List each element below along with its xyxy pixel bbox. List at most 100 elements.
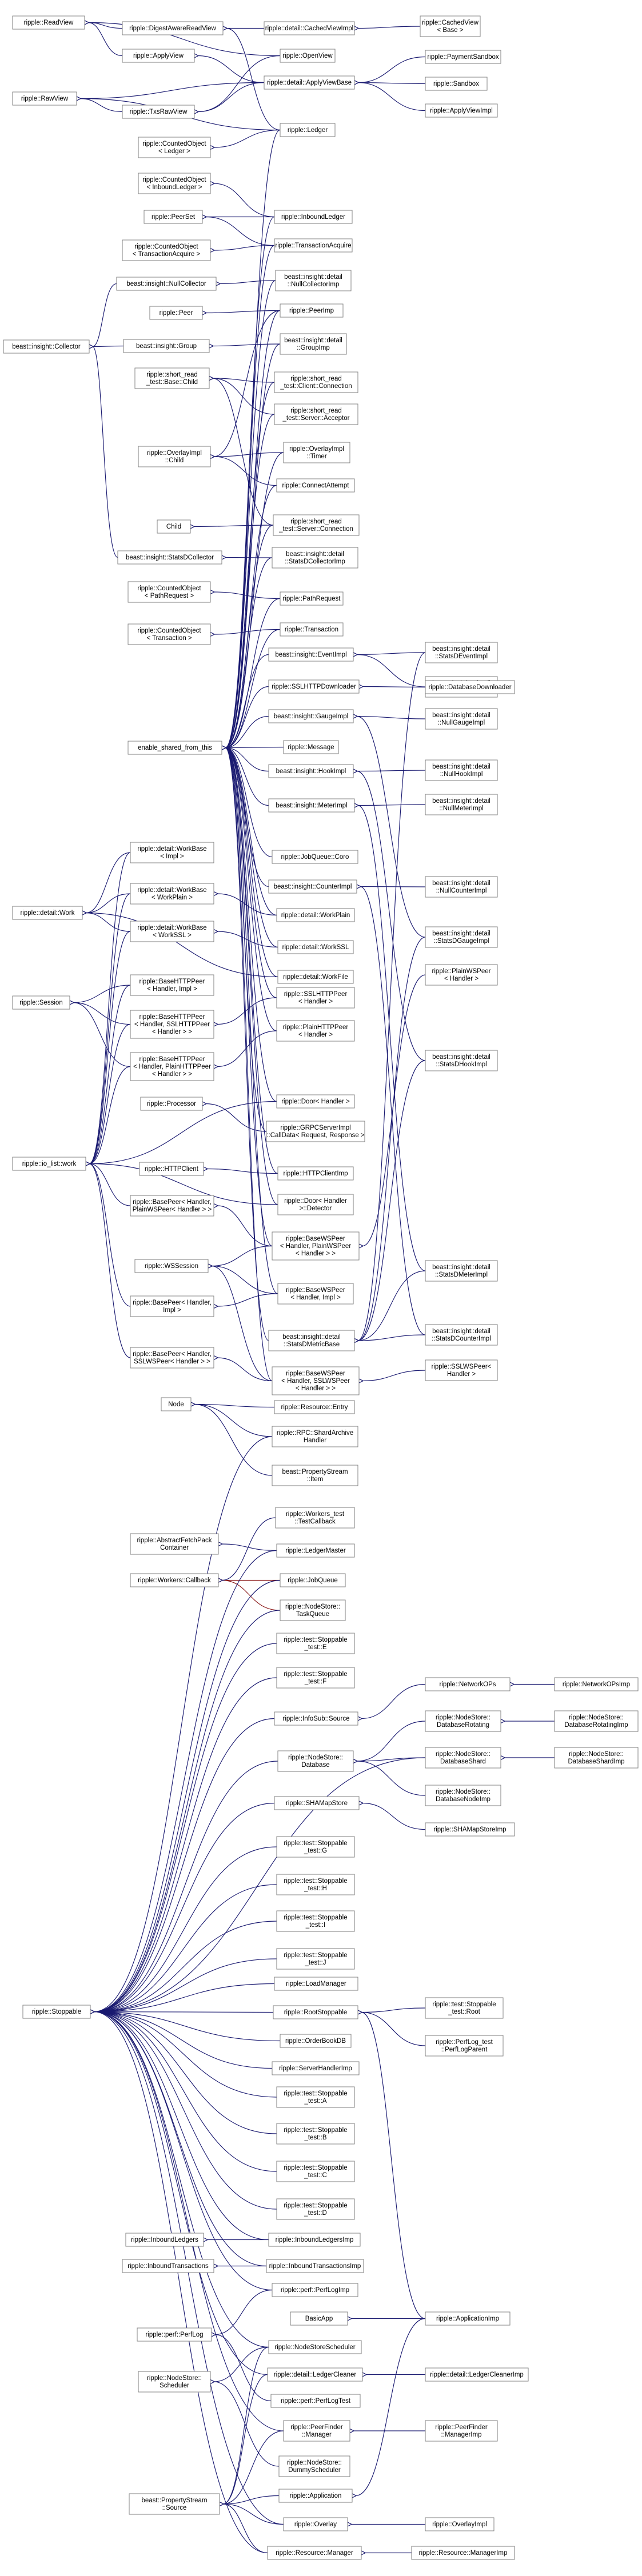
class-node-nodestore-database[interactable]: ripple::NodeStore::Database bbox=[277, 1750, 354, 1772]
class-node-applyviewimpl[interactable]: ripple::ApplyViewImpl bbox=[425, 103, 498, 118]
class-node-wssession[interactable]: ripple::WSSession bbox=[134, 1259, 209, 1273]
class-node-stoppable-i[interactable]: ripple::test::Stoppable_test::I bbox=[276, 1910, 355, 1932]
class-node-sr-server-connection[interactable]: ripple::short_read_test::Server::Connect… bbox=[273, 514, 360, 536]
class-node-ledger[interactable]: ripple::Ledger bbox=[280, 123, 336, 137]
class-node-shamapstoreimp[interactable]: ripple::SHAMapStoreImp bbox=[425, 1822, 515, 1837]
class-node-sr-server-acceptor[interactable]: ripple::short_read_test::Server::Accepto… bbox=[274, 403, 358, 425]
class-node-applicationimp[interactable]: ripple::ApplicationImp bbox=[425, 2311, 511, 2326]
class-node-txsrawview[interactable]: ripple::TxsRawView bbox=[122, 105, 195, 119]
class-node-inboundledgersimp[interactable]: ripple::InboundLedgersImp bbox=[268, 2233, 361, 2247]
class-node-workbase-workssl[interactable]: ripple::detail::WorkBase< WorkSSL > bbox=[130, 921, 214, 942]
class-node-nullcounterimpl[interactable]: beast::insight::detail::NullCounterImpl bbox=[425, 876, 498, 898]
class-node-stoppable-b[interactable]: ripple::test::Stoppable_test::B bbox=[276, 2123, 355, 2145]
class-node-sandbox[interactable]: ripple::Sandbox bbox=[425, 77, 488, 91]
class-node-db-shardimp[interactable]: ripple::NodeStore::DatabaseShardImp bbox=[554, 1747, 639, 1769]
class-node-db-rotatingimp[interactable]: ripple::NodeStore::DatabaseRotatingImp bbox=[554, 1710, 639, 1732]
class-node-propertystream-item[interactable]: beast::PropertyStream::Item bbox=[272, 1465, 358, 1486]
class-node-basewspeer-impl[interactable]: ripple::BaseWSPeer< Handler, Impl > bbox=[277, 1283, 354, 1305]
class-node-peerfinder-manager[interactable]: ripple::PeerFinder::Manager bbox=[283, 2420, 350, 2442]
class-node-loadmanager[interactable]: ripple::LoadManager bbox=[274, 1977, 358, 1991]
class-node-stoppable-f[interactable]: ripple::test::Stoppable_test::F bbox=[276, 1667, 355, 1689]
class-node-perflog[interactable]: ripple::perf::PerfLog bbox=[137, 2327, 212, 2342]
class-node-rawview[interactable]: ripple::RawView bbox=[12, 91, 77, 106]
class-node-child[interactable]: Child bbox=[157, 519, 191, 534]
class-node-httpclientimp[interactable]: ripple::HTTPClientImp bbox=[277, 1166, 354, 1181]
class-node-workssl[interactable]: ripple::detail::WorkSSL bbox=[277, 940, 354, 954]
class-node-application[interactable]: ripple::Application bbox=[278, 2489, 353, 2503]
class-node-pathrequest[interactable]: ripple::PathRequest bbox=[280, 591, 344, 606]
class-node-gaugeimpl[interactable]: beast::insight::GaugeImpl bbox=[268, 709, 354, 723]
class-node-peer[interactable]: ripple::Peer bbox=[149, 306, 203, 320]
class-node-ledgercleaner[interactable]: ripple::detail::LedgerCleaner bbox=[267, 2367, 363, 2382]
class-node-stoppable-g[interactable]: ripple::test::Stoppable_test::G bbox=[276, 1836, 355, 1858]
class-node-sr-base-child[interactable]: ripple::short_read_test::Base::Child bbox=[134, 367, 210, 389]
class-node-nullmeterimpl[interactable]: beast::insight::detail::NullMeterImpl bbox=[425, 794, 498, 815]
class-node-statsdeventimpl[interactable]: beast::insight::detail::StatsDEventImpl bbox=[425, 642, 498, 663]
class-node-networkopsimp[interactable]: ripple::NetworkOPsImp bbox=[554, 1677, 639, 1691]
class-node-transaction[interactable]: ripple::Transaction bbox=[280, 622, 344, 637]
class-node-nodestorescheduler[interactable]: ripple::NodeStoreScheduler bbox=[268, 2340, 362, 2354]
class-node-httpclient[interactable]: ripple::HTTPClient bbox=[139, 1162, 204, 1176]
class-node-workfile[interactable]: ripple::detail::WorkFile bbox=[277, 970, 354, 984]
class-node-nodestore-taskqueue[interactable]: ripple::NodeStore::TaskQueue bbox=[280, 1599, 346, 1621]
class-node-cachedviewimpl[interactable]: ripple::detail::CachedViewImpl bbox=[264, 21, 355, 35]
class-node-resource-managerimp[interactable]: ripple::Resource::ManagerImp bbox=[411, 2546, 515, 2560]
class-node-statsdcounterimpl[interactable]: beast::insight::detail::StatsDCounterImp… bbox=[425, 1324, 498, 1346]
class-node-door-handler[interactable]: ripple::Door< Handler > bbox=[276, 1094, 355, 1109]
class-node-nullgaugeimpl[interactable]: beast::insight::detail::NullGaugeImpl bbox=[425, 708, 498, 730]
class-node-collector[interactable]: beast::insight::Collector bbox=[3, 339, 90, 354]
class-node-serverhandlerimp[interactable]: ripple::ServerHandlerImp bbox=[272, 2061, 360, 2075]
class-node-peerfinder-managerimp[interactable]: ripple::PeerFinder::ManagerImp bbox=[425, 2420, 498, 2442]
class-node-transactionacquire[interactable]: ripple::TransactionAcquire bbox=[274, 238, 353, 253]
class-node-meterimpl[interactable]: beast::insight::MeterImpl bbox=[268, 798, 355, 813]
class-node-dummyscheduler[interactable]: ripple::NodeStore::DummyScheduler bbox=[278, 2455, 350, 2477]
class-node-overlayimpl[interactable]: ripple::OverlayImpl bbox=[425, 2517, 495, 2531]
class-node-rootstoppable[interactable]: ripple::RootStoppable bbox=[273, 2005, 358, 2019]
class-node-shamapstore[interactable]: ripple::SHAMapStore bbox=[274, 1796, 360, 1810]
class-node-resource-manager[interactable]: ripple::Resource::Manager bbox=[267, 2546, 362, 2560]
class-node-perflogtest[interactable]: ripple::perf::PerfLogTest bbox=[270, 2394, 361, 2408]
class-node-eventimpl[interactable]: beast::insight::EventImpl bbox=[268, 647, 354, 662]
class-node-connectattempt[interactable]: ripple::ConnectAttempt bbox=[276, 478, 355, 493]
class-node-io-list-work[interactable]: ripple::io_list::work bbox=[12, 1157, 86, 1171]
class-node-peerimp[interactable]: ripple::PeerImp bbox=[280, 303, 344, 318]
class-node-workbase-impl[interactable]: ripple::detail::WorkBase< Impl > bbox=[130, 842, 214, 863]
class-node-basewspeer-plain[interactable]: ripple::BaseWSPeer< Handler, PlainWSPeer… bbox=[272, 1231, 360, 1261]
class-node-co-inboundledger[interactable]: ripple::CountedObject< InboundLedger > bbox=[138, 173, 211, 194]
class-node-counterimpl[interactable]: beast::insight::CounterImpl bbox=[268, 879, 357, 894]
class-node-co-pathrequest[interactable]: ripple::CountedObject< PathRequest > bbox=[127, 581, 211, 603]
class-node-bhp-ssl[interactable]: ripple::BaseHTTPPeer< Handler, SSLHTTPPe… bbox=[130, 1010, 214, 1039]
class-node-statsdgaugeimpl[interactable]: beast::insight::detail::StatsDGaugeImpl bbox=[425, 926, 498, 948]
class-node-statsdcollectorimp[interactable]: beast::insight::detail::StatsDCollectorI… bbox=[272, 547, 358, 569]
class-node-statsdmetricbase[interactable]: beast::insight::detail::StatsDMetricBase bbox=[268, 1330, 355, 1351]
class-node-session[interactable]: ripple::Session bbox=[12, 995, 70, 1010]
class-node-bp-ssl[interactable]: ripple::BasePeer< Handler,SSLWSPeer< Han… bbox=[130, 1347, 214, 1369]
class-node-basewspeer-ssl[interactable]: ripple::BaseWSPeer< Handler, SSLWSPeer< … bbox=[272, 1366, 360, 1395]
class-node-enable-shared[interactable]: enable_shared_from_this bbox=[127, 741, 222, 755]
class-node-ssldownloader[interactable]: ripple::SSLHTTPDownloader bbox=[268, 679, 360, 694]
class-node-orderbookdb[interactable]: ripple::OrderBookDB bbox=[280, 2034, 352, 2048]
class-node-groupimp[interactable]: beast::insight::detail::GroupImp bbox=[280, 333, 347, 355]
class-node-jobqueue-coro[interactable]: ripple::JobQueue::Coro bbox=[272, 850, 358, 864]
class-node-plainwspeer[interactable]: ripple::PlainWSPeer< Handler > bbox=[425, 964, 498, 986]
class-node-jobqueue[interactable]: ripple::JobQueue bbox=[280, 1573, 346, 1587]
class-node-node[interactable]: Node bbox=[161, 1397, 192, 1411]
class-node-nodestore-scheduler[interactable]: ripple::NodeStore::Scheduler bbox=[138, 2371, 211, 2393]
class-node-co-transaction[interactable]: ripple::CountedObject< Transaction > bbox=[127, 623, 211, 645]
class-node-statsdmeterimpl[interactable]: beast::insight::detail::StatsDMeterImpl bbox=[425, 1260, 498, 1282]
class-node-resource-entry[interactable]: ripple::Resource::Entry bbox=[274, 1400, 355, 1414]
class-node-stoppable-a[interactable]: ripple::test::Stoppable_test::A bbox=[276, 2086, 355, 2108]
class-node-statsdcollector[interactable]: beast::insight::StatsDCollector bbox=[117, 550, 222, 565]
class-node-perflog-parent[interactable]: ripple::PerfLog_test::PerfLogParent bbox=[425, 2035, 504, 2057]
class-node-db-nodeimp[interactable]: ripple::NodeStore::DatabaseNodeImp bbox=[425, 1785, 501, 1806]
class-node-inboundtransactions[interactable]: ripple::InboundTransactions bbox=[122, 2259, 214, 2273]
class-node-inboundledger[interactable]: ripple::InboundLedger bbox=[274, 210, 353, 224]
class-node-stoppable-c[interactable]: ripple::test::Stoppable_test::C bbox=[276, 2161, 355, 2182]
class-node-processor[interactable]: ripple::Processor bbox=[140, 1097, 203, 1111]
class-node-peerset[interactable]: ripple::PeerSet bbox=[143, 210, 203, 224]
class-node-stoppable-h[interactable]: ripple::test::Stoppable_test::H bbox=[276, 1874, 355, 1895]
class-node-workplain[interactable]: ripple::detail::WorkPlain bbox=[276, 908, 355, 922]
class-node-bhp-plain[interactable]: ripple::BaseHTTPPeer< Handler, PlainHTTP… bbox=[130, 1052, 214, 1081]
class-node-plainhttppeer[interactable]: ripple::PlainHTTPPeer< Handler > bbox=[276, 1020, 355, 1042]
